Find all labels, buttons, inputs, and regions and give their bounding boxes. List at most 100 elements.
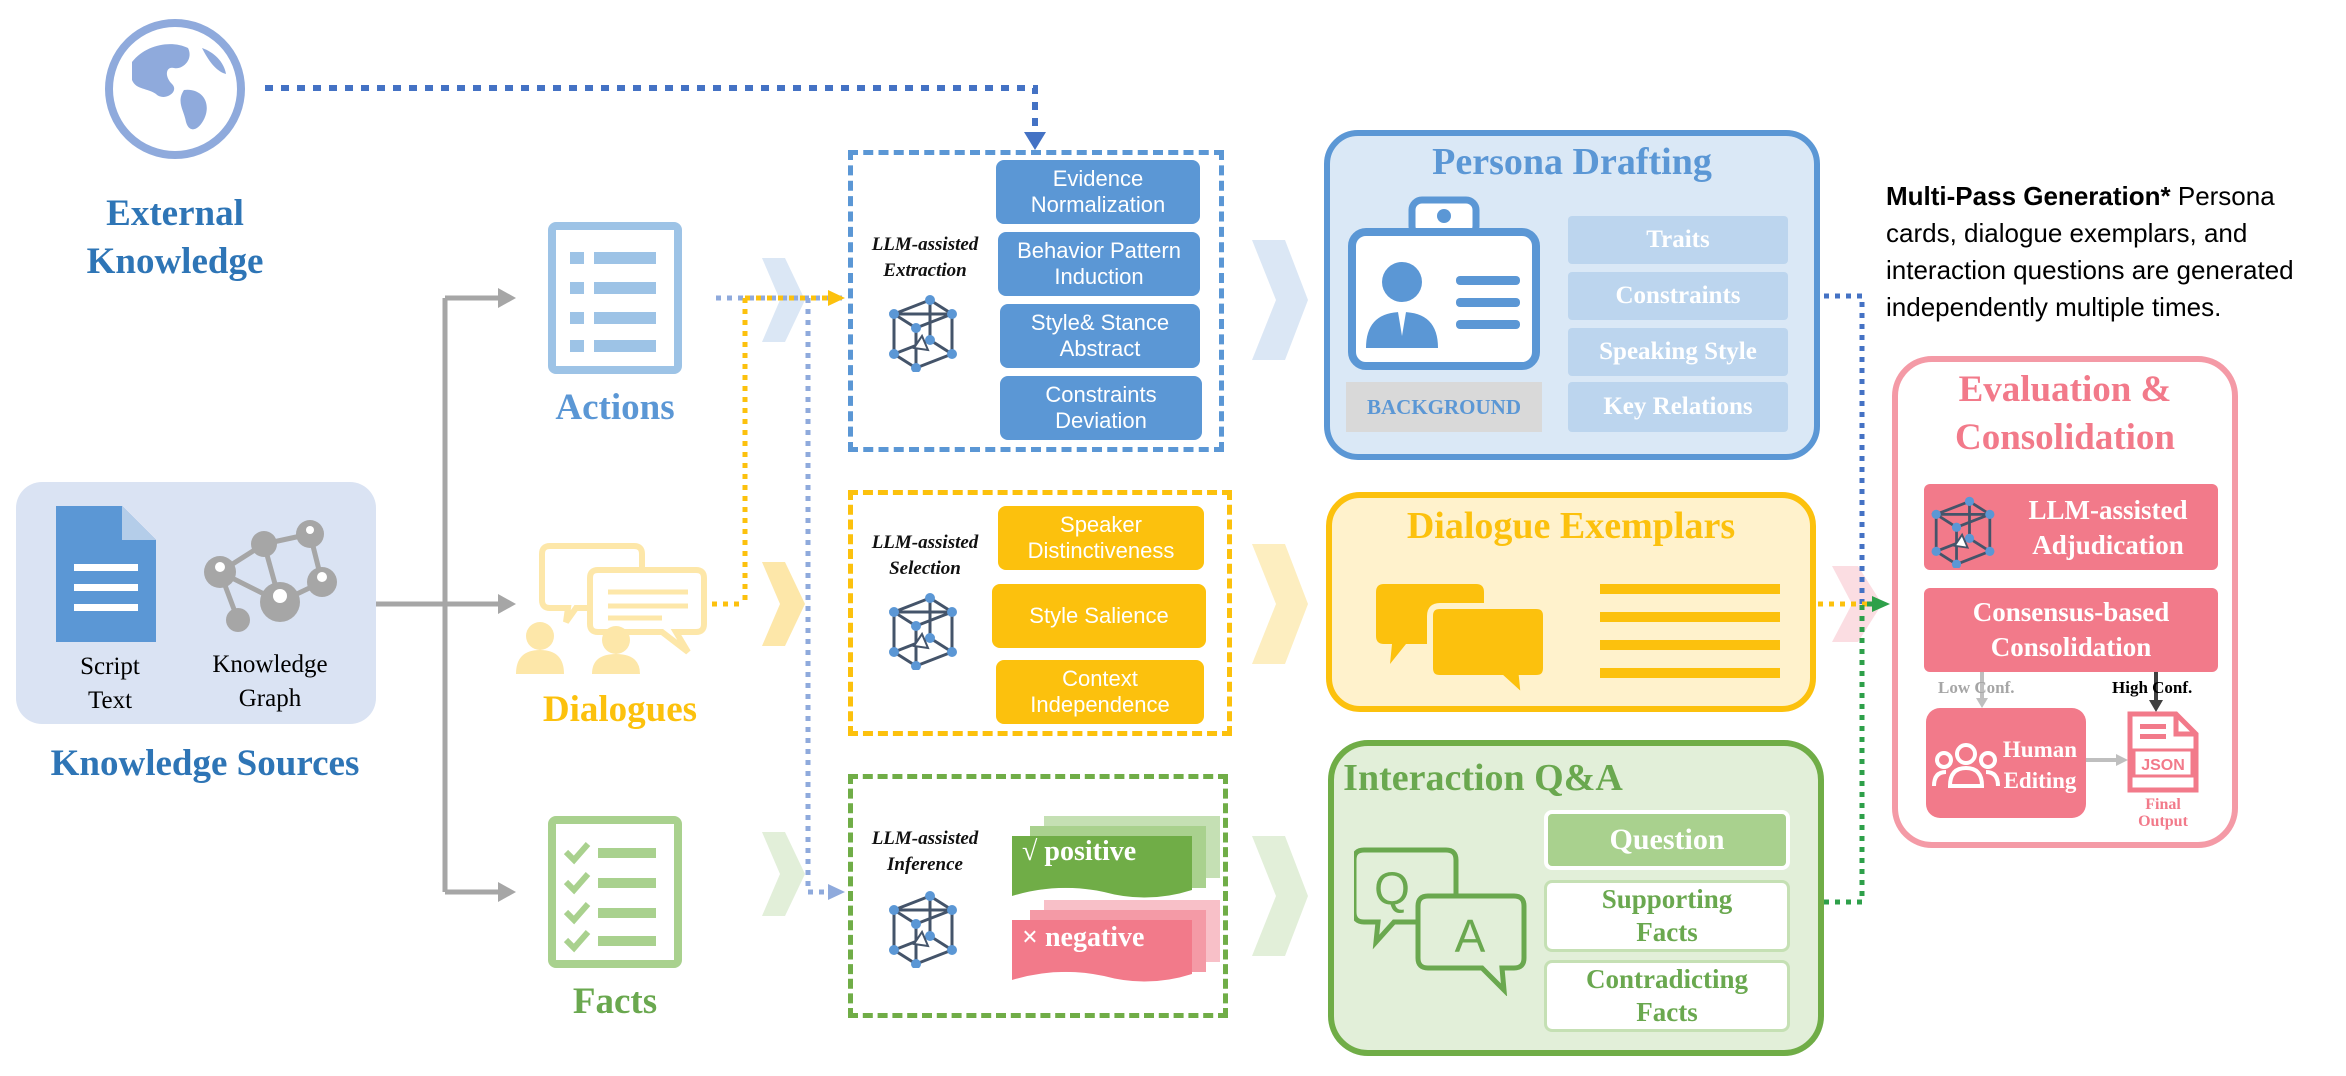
adjudication-line2: Adjudication bbox=[2032, 530, 2184, 560]
evidence-normalization-line2: Normalization bbox=[1030, 192, 1166, 217]
chevron-qa bbox=[1252, 836, 1308, 956]
positive-label: √ positive bbox=[1022, 836, 1137, 867]
chevron-persona bbox=[1252, 240, 1308, 360]
external-knowledge-connector bbox=[265, 85, 1038, 142]
consensus-line1: Consensus-based bbox=[1972, 597, 2170, 627]
consensus-line2: Consolidation bbox=[1990, 632, 2152, 662]
context-independence-item: Context Independence bbox=[996, 660, 1204, 724]
inference-label-line1: LLM-assisted bbox=[871, 828, 979, 849]
constraints-deviation-line1: Constraints bbox=[1045, 382, 1157, 407]
behavior-pattern-item: Behavior Pattern Induction bbox=[998, 232, 1200, 296]
actions-label: Actions bbox=[555, 387, 675, 428]
evaluation-title: Evaluation & Consolidation bbox=[1892, 366, 2238, 462]
contradicting-facts-field: Contradicting Facts bbox=[1544, 960, 1790, 1032]
key-relations-field: Key Relations bbox=[1568, 382, 1788, 432]
external-knowledge-title: External Knowledge bbox=[60, 190, 290, 286]
human-editing-line2: Editing bbox=[2003, 768, 2077, 793]
context-independence-line2: Independence bbox=[1030, 692, 1170, 717]
interaction-qa-title: Interaction Q&A bbox=[1343, 757, 1623, 799]
negative-label: × negative bbox=[1022, 922, 1145, 953]
style-stance-line1: Style& Stance bbox=[1030, 310, 1170, 335]
external-knowledge-line1: External bbox=[106, 193, 244, 234]
cube-icon bbox=[888, 295, 957, 372]
qa-q-letter: Q bbox=[1374, 862, 1410, 914]
script-document-icon bbox=[56, 506, 156, 642]
trait-field: Traits bbox=[1568, 216, 1788, 264]
adjudication-line1: LLM-assisted bbox=[2028, 495, 2188, 525]
people-group-icon bbox=[1932, 743, 2000, 788]
contradicting-facts-line1: Contradicting bbox=[1586, 964, 1748, 994]
persona-drafting-title: Persona Drafting bbox=[1432, 141, 1712, 183]
high-conf-label: High Conf. bbox=[2112, 678, 2193, 697]
selection-label: LLM-assisted Selection bbox=[852, 530, 998, 582]
dialogues-label: Dialogues bbox=[542, 689, 698, 730]
adjudication-box bbox=[1924, 484, 2218, 570]
inference-label: LLM-assisted Inference bbox=[852, 826, 998, 878]
contradicting-facts-line2: Facts bbox=[1636, 997, 1698, 1027]
facts-label: Facts bbox=[572, 981, 658, 1022]
supporting-facts-line2: Facts bbox=[1636, 917, 1698, 947]
selection-label-line2: Selection bbox=[889, 558, 961, 579]
style-salience-item: Style Salience bbox=[992, 584, 1206, 648]
cube-icon bbox=[888, 891, 957, 968]
extraction-label-line2: Extraction bbox=[883, 260, 967, 281]
negative-stack-icon bbox=[1012, 900, 1220, 982]
external-knowledge-line2: Knowledge bbox=[86, 241, 264, 282]
cube-icon bbox=[888, 593, 957, 670]
speaker-distinctiveness-line2: Distinctiveness bbox=[1027, 538, 1175, 563]
dialogue-exemplars-title: Dialogue Exemplars bbox=[1406, 505, 1736, 547]
chevron-dialogues bbox=[762, 562, 805, 646]
style-stance-line2: Abstract bbox=[1059, 336, 1141, 361]
text-lines-icon bbox=[1600, 584, 1780, 678]
supporting-facts-line1: Supporting bbox=[1601, 884, 1733, 914]
human-editing-box bbox=[1926, 708, 2086, 818]
supporting-facts-field: Supporting Facts bbox=[1544, 880, 1790, 952]
globe-icon bbox=[105, 19, 245, 159]
multipass-line4: independently multiple times. bbox=[1886, 292, 2222, 322]
multipass-line2: cards, dialogue exemplars, and bbox=[1886, 218, 2248, 248]
question-field: Question bbox=[1544, 810, 1790, 870]
dialogue-people-icon bbox=[516, 543, 707, 674]
knowledge-graph-icon bbox=[204, 520, 337, 632]
qa-a-letter: A bbox=[1455, 910, 1486, 962]
knowledge-graph-line2: Graph bbox=[238, 685, 302, 712]
human-editing-label: Human Editing bbox=[1996, 730, 2084, 800]
final-output-line1: Final bbox=[2145, 796, 2181, 813]
script-text-line1: Script bbox=[80, 653, 140, 680]
checklist-facts-icon bbox=[548, 816, 682, 968]
speaker-distinctiveness-line1: Speaker bbox=[1060, 512, 1142, 537]
external-knowledge-arrowhead bbox=[1024, 132, 1046, 150]
selection-box bbox=[848, 490, 1232, 736]
constraints-deviation-item: Constraints Deviation bbox=[1000, 376, 1202, 440]
multipass-title: Multi-Pass Generation* bbox=[1886, 181, 2171, 211]
script-text-label: Script Text bbox=[40, 650, 180, 718]
human-editing-line1: Human bbox=[2002, 737, 2078, 762]
cube-icon bbox=[1931, 496, 1995, 568]
checklist-actions-icon bbox=[548, 222, 682, 374]
speaking-style-field: Speaking Style bbox=[1568, 328, 1788, 376]
constraints-deviation-line2: Deviation bbox=[1055, 408, 1147, 433]
knowledge-graph-label: Knowledge Graph bbox=[190, 648, 350, 716]
knowledge-graph-line1: Knowledge bbox=[212, 651, 328, 678]
qa-bubbles-icon: Q A bbox=[1354, 847, 1527, 996]
context-independence-line1: Context bbox=[1062, 666, 1138, 691]
evidence-normalization-line1: Evidence bbox=[1052, 166, 1144, 191]
positive-stack-icon bbox=[1012, 816, 1220, 898]
extraction-box bbox=[848, 150, 1224, 452]
chat-bubbles-icon bbox=[1376, 584, 1549, 700]
final-output-label: Final Output bbox=[2118, 796, 2208, 830]
adjudication-label: LLM-assisted Adjudication bbox=[1998, 490, 2218, 566]
knowledge-sources-title: Knowledge Sources bbox=[50, 743, 360, 784]
background-label: BACKGROUND bbox=[1346, 382, 1542, 432]
extraction-label-line1: LLM-assisted bbox=[871, 234, 979, 255]
extraction-label: LLM-assisted Extraction bbox=[852, 232, 998, 284]
id-card-icon bbox=[1348, 196, 1540, 370]
constraints-field: Constraints bbox=[1568, 272, 1788, 320]
inference-label-line2: Inference bbox=[887, 854, 963, 875]
speaker-distinctiveness-item: Speaker Distinctiveness bbox=[998, 506, 1204, 570]
json-file-icon: JSON bbox=[2127, 711, 2199, 793]
low-conf-label: Low Conf. bbox=[1938, 678, 2015, 697]
script-text-line2: Text bbox=[87, 687, 133, 714]
evidence-normalization-item: Evidence Normalization bbox=[996, 160, 1200, 224]
